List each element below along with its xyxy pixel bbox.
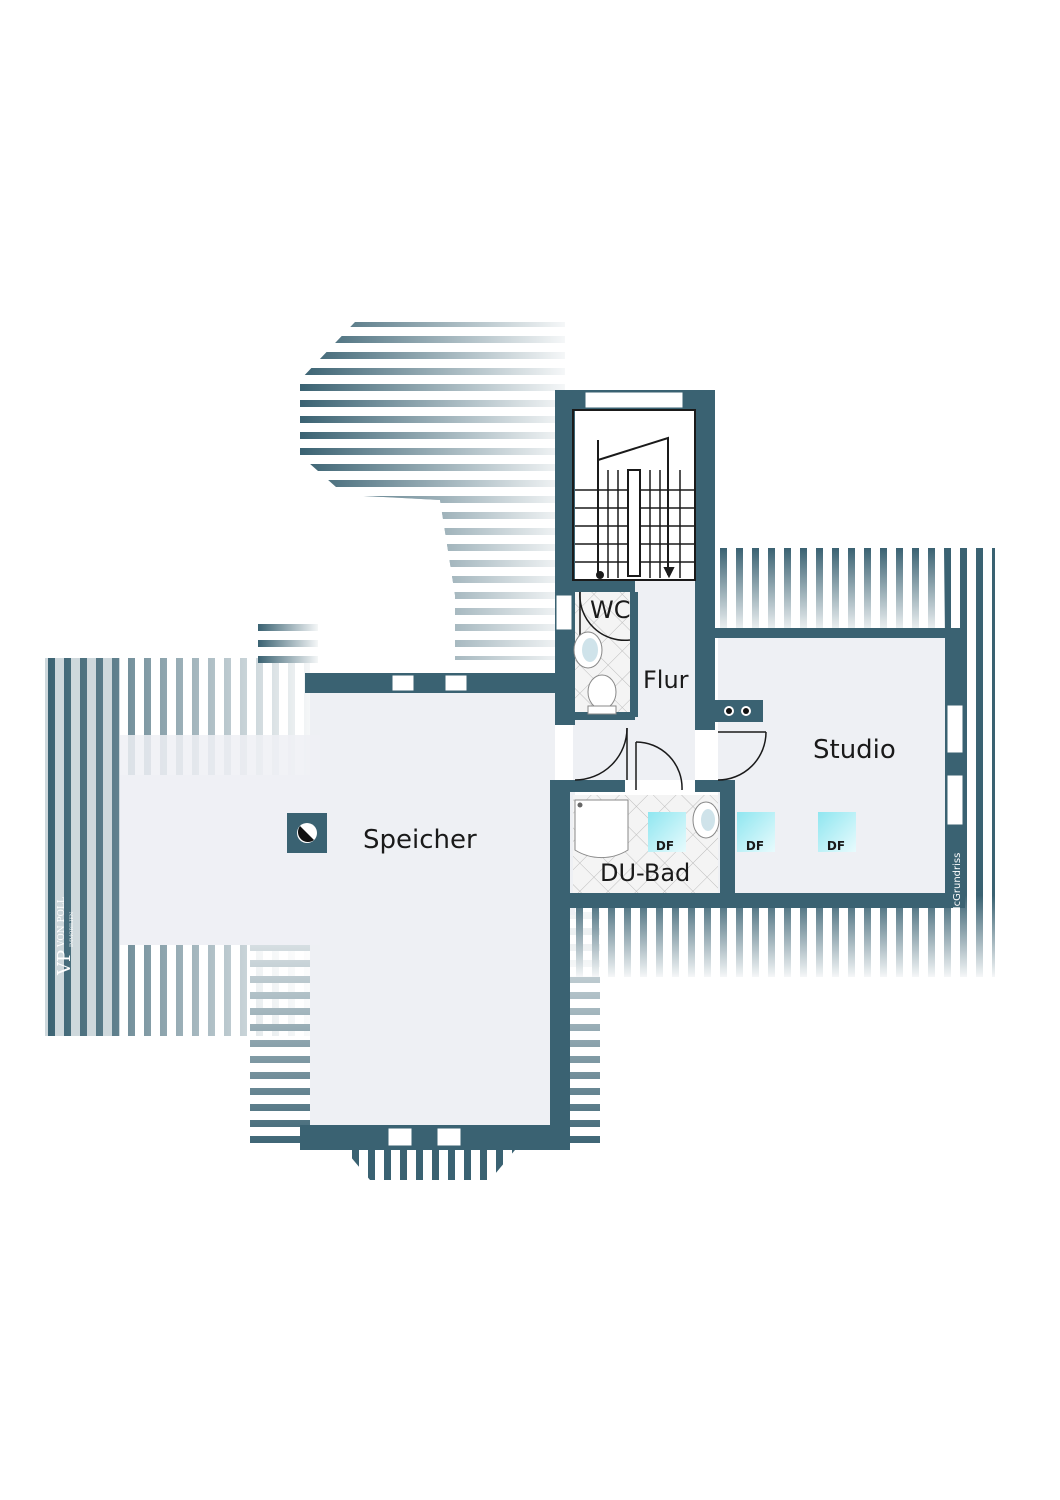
flue-pipes-icon	[724, 706, 751, 716]
skylight-label: DF	[827, 839, 845, 853]
credit-text: McGrundriss	[952, 853, 963, 915]
logo-tagline: IMMOBILIEN	[69, 911, 75, 947]
roof-left-wing	[45, 618, 318, 1036]
sink-bath-icon	[692, 801, 720, 839]
von-poll-logo: VP VON POLL IMMOBILIEN	[54, 897, 75, 976]
room-label-speicher: Speicher	[363, 825, 477, 855]
logo-monogram: VP	[54, 950, 75, 976]
roof-right-bottom	[570, 895, 995, 977]
room-label-du-bad: DU-Bad	[600, 859, 690, 887]
staircase	[572, 409, 696, 581]
room-label-studio: Studio	[813, 735, 896, 765]
skylight-label: DF	[746, 839, 764, 853]
skylight-studio-1: DF	[737, 812, 775, 853]
skylight-label: DF	[656, 839, 674, 853]
logo-name: VON POLL	[57, 897, 67, 948]
shower-tray-icon	[574, 799, 629, 859]
skylight-studio-2: DF	[818, 812, 856, 853]
room-label-flur: Flur	[643, 666, 689, 694]
walls	[300, 390, 965, 1150]
room-label-wc: WC	[590, 596, 631, 624]
sink-wc-icon	[573, 631, 603, 669]
roof-top-left	[300, 322, 565, 660]
doors	[574, 591, 767, 791]
chimney-icon	[287, 813, 327, 853]
skylight-bath: DF	[648, 812, 686, 853]
windows	[387, 391, 964, 1147]
toilet-wc-icon	[587, 674, 617, 715]
floor-areas	[120, 410, 948, 1125]
